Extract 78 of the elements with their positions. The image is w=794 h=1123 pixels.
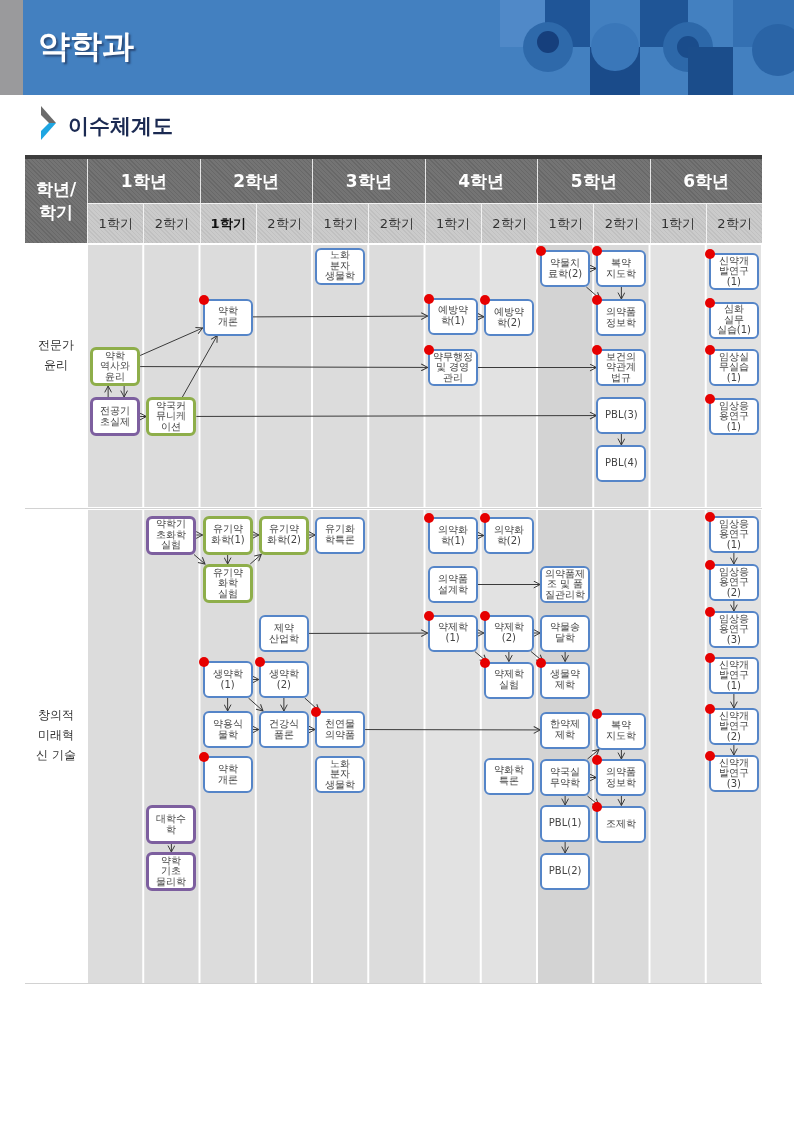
arrow [589, 264, 597, 273]
arrow [617, 433, 626, 446]
page-title: 약학과 [38, 26, 134, 67]
table-header: 학년/ 학기 [25, 159, 87, 243]
arrow [617, 286, 626, 300]
course-box: 의약화 학(1) [427, 517, 478, 554]
year-header: 3학년 [312, 159, 425, 203]
course-box: 예방약 학(2) [483, 299, 534, 336]
course-box: 임상응 용연구 (2) [708, 564, 759, 601]
course-box: 약화학 특론 [483, 757, 534, 795]
year-header: 4학년 [424, 159, 537, 203]
semester-header: 1학기 [87, 203, 144, 243]
course-box: 임상응 용연구 (3) [708, 611, 759, 648]
semester-header: 1학기 [199, 203, 256, 243]
arrow [530, 651, 544, 662]
row-label: 전문가 윤리 [38, 337, 74, 374]
semester-header: 2학기 [480, 203, 537, 243]
course-box: 신약개 발연구 (1) [708, 253, 759, 290]
course-box: 의약화 학(2) [483, 517, 534, 554]
course-box: 의약품제 조 및 품 질관리학 [540, 566, 591, 603]
course-box: 약국실 무약학 [540, 759, 591, 796]
section-heading: 이수체계도 [68, 113, 173, 140]
semester-header: 2학기 [368, 203, 425, 243]
arrow [587, 795, 600, 806]
arrow [587, 749, 600, 760]
year-header: 2학년 [199, 159, 312, 203]
course-box: PBL(2) [540, 853, 591, 890]
year-header: 5학년 [537, 159, 650, 203]
course-box: PBL(4) [596, 445, 647, 482]
course-box: 한약제 제학 [540, 711, 591, 749]
arrow [505, 651, 513, 662]
course-box: 의약품 정보학 [596, 759, 647, 796]
course-box: 임상응 용연구 (1) [708, 516, 759, 553]
arrow [617, 749, 626, 760]
course-box: 복약 지도학 [596, 250, 647, 287]
arrow [561, 651, 570, 662]
semester-header: 1학기 [424, 203, 481, 243]
arrow [730, 552, 738, 565]
arrow [474, 651, 488, 662]
semester-header: 1학기 [537, 203, 594, 243]
semester-header: 2학기 [593, 203, 650, 243]
arrow [477, 580, 541, 589]
arrow [561, 841, 570, 854]
course-box: 생물약 제학 [540, 661, 591, 699]
course-box: PBL(3) [596, 397, 647, 434]
course-box: 약물치 료학(2) [540, 250, 591, 287]
arrow [730, 693, 738, 709]
arrow [617, 795, 626, 806]
arrow [477, 363, 597, 372]
arrow [589, 773, 597, 782]
course-box: 임상응 용연구 (1) [708, 398, 759, 435]
arrow [730, 600, 738, 612]
year-header: 1학년 [87, 159, 200, 203]
course-box: 신약개 발연구 (2) [708, 708, 759, 745]
arrow [561, 795, 570, 806]
course-box: 신약개 발연구 (3) [708, 755, 759, 792]
year-header: 6학년 [649, 159, 762, 203]
row-label: 창의적 미래혁 신 기술 [36, 707, 76, 764]
course-box: 약물송 달학 [540, 614, 591, 652]
course-box: 임상실 무실습 (1) [708, 349, 759, 386]
course-box: 의약품 정보학 [596, 299, 647, 336]
course-box: 의약품 설계학 [427, 566, 478, 603]
arrow [477, 629, 485, 637]
semester-header: 1학기 [312, 203, 369, 243]
arrow [476, 312, 485, 321]
arrow [730, 744, 738, 756]
course-box: PBL(1) [540, 805, 591, 842]
course-box: 조제학 [596, 805, 647, 843]
arrow [533, 629, 541, 637]
course-box: 복약 지도학 [596, 712, 647, 750]
arrow [477, 531, 485, 540]
course-box: 보건의 약관계 법규 [596, 349, 647, 386]
semester-header: 2학기 [705, 203, 762, 243]
semester-header: 1학기 [649, 203, 706, 243]
semester-header: 2학기 [143, 203, 200, 243]
course-box: 신약개 발연구 (1) [708, 657, 759, 694]
course-box: 약무행정 및 경영 관리 [427, 349, 478, 386]
semester-header: 2학기 [255, 203, 312, 243]
